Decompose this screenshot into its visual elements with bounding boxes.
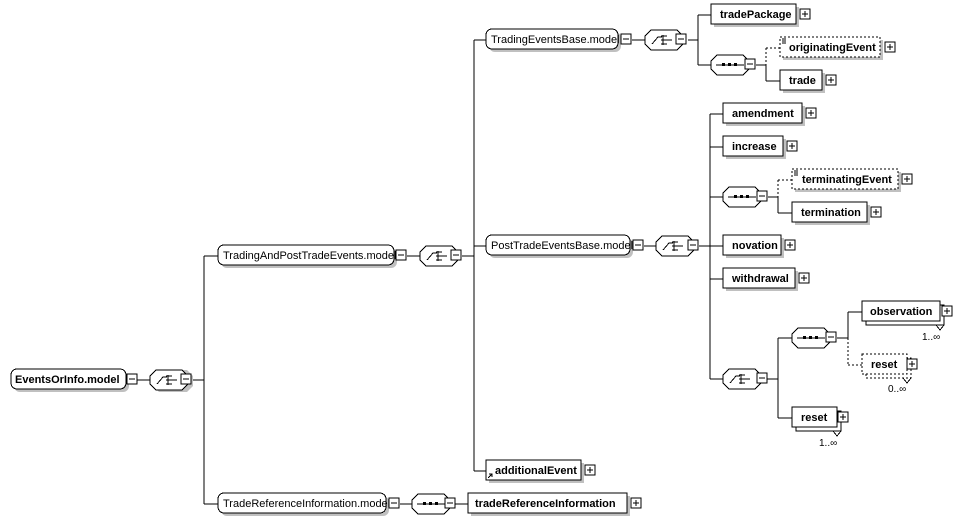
element-reset[interactable]: reset 1..∞ (791, 406, 842, 449)
expand-icon[interactable] (901, 173, 913, 185)
element-label: reset (871, 359, 898, 371)
element-terminating-event[interactable]: terminatingEvent (791, 168, 901, 192)
group-trading-events-base[interactable]: TradingEventsBase.model (485, 28, 621, 52)
sequence-compositor[interactable] (710, 54, 750, 76)
expand-icon[interactable] (941, 305, 953, 317)
expand-icon[interactable] (884, 41, 896, 53)
element-trade-package[interactable]: tradePackage (710, 3, 799, 27)
group-label: PostTradeEventsBase.model (491, 240, 633, 252)
element-label: originatingEvent (789, 42, 876, 54)
element-label: trade (789, 75, 816, 87)
element-label: observation (870, 306, 933, 318)
expand-collapse-buttons (126, 8, 953, 509)
occurrence-label: 1..∞ (819, 438, 837, 449)
element-label: terminatingEvent (802, 174, 892, 186)
group-events-or-info[interactable]: EventsOrInfo.model (10, 368, 129, 392)
element-label: reset (801, 412, 828, 424)
collapse-icon[interactable] (395, 249, 407, 261)
expand-icon[interactable] (825, 74, 837, 86)
collapse-icon[interactable] (180, 373, 192, 385)
element-label: amendment (732, 108, 794, 120)
multiplicity-marks (832, 324, 945, 437)
expand-icon[interactable] (630, 497, 642, 509)
element-increase[interactable]: increase (722, 135, 786, 159)
choice-compositor[interactable] (644, 29, 684, 51)
element-trade-reference-information[interactable]: tradeReferenceInformation (467, 492, 630, 516)
group-label: TradingAndPostTradeEvents.model (223, 250, 396, 262)
element-label: tradeReferenceInformation (475, 498, 616, 510)
choice-compositor[interactable] (419, 245, 459, 267)
group-label: TradeReferenceInformation.model (223, 498, 390, 510)
sequence-compositor[interactable] (722, 186, 762, 208)
group-trade-reference-information[interactable]: TradeReferenceInformation.model (217, 492, 390, 516)
collapse-icon[interactable] (744, 58, 756, 70)
element-amendment[interactable]: amendment (722, 102, 805, 126)
collapse-icon[interactable] (687, 239, 699, 251)
element-label: additionalEvent (495, 465, 577, 477)
element-withdrawal[interactable]: withdrawal (722, 267, 798, 291)
group-label: EventsOrInfo.model (15, 374, 120, 386)
expand-icon[interactable] (837, 411, 849, 423)
expand-icon[interactable] (906, 358, 918, 370)
element-label: novation (732, 240, 778, 252)
sequence-compositor[interactable] (791, 327, 831, 349)
element-additional-event[interactable]: additionalEvent (485, 459, 584, 483)
occurrence-label: 1..∞ (922, 332, 940, 343)
choice-compositor[interactable] (655, 235, 695, 257)
element-label: termination (801, 207, 861, 219)
collapse-icon[interactable] (388, 497, 400, 509)
connector-lines (137, 14, 862, 505)
collapse-icon[interactable] (126, 373, 138, 385)
element-reset-optional[interactable]: reset 0..∞ (861, 353, 912, 395)
expand-icon[interactable] (584, 464, 596, 476)
element-label: withdrawal (731, 273, 789, 285)
element-label: tradePackage (720, 9, 792, 21)
choice-compositor[interactable] (722, 368, 762, 390)
sequence-compositor[interactable] (411, 493, 451, 515)
expand-icon[interactable] (798, 272, 810, 284)
collapse-icon[interactable] (620, 33, 632, 45)
collapse-icon[interactable] (632, 239, 644, 251)
collapse-icon[interactable] (675, 33, 687, 45)
collapse-icon[interactable] (825, 331, 837, 343)
element-trade[interactable]: trade (779, 69, 825, 93)
element-originating-event[interactable]: originatingEvent (779, 36, 883, 60)
occurrence-label: 0..∞ (888, 384, 906, 395)
element-novation[interactable]: novation (722, 234, 784, 258)
element-observation[interactable]: observation 1..∞ (861, 300, 945, 343)
expand-icon[interactable] (799, 8, 811, 20)
expand-icon[interactable] (805, 107, 817, 119)
collapse-icon[interactable] (444, 497, 456, 509)
expand-icon[interactable] (870, 206, 882, 218)
group-trading-and-post-trade-events[interactable]: TradingAndPostTradeEvents.model (217, 244, 397, 268)
expand-icon[interactable] (786, 140, 798, 152)
collapse-icon[interactable] (756, 372, 768, 384)
group-label: TradingEventsBase.model (491, 34, 620, 46)
collapse-icon[interactable] (756, 190, 768, 202)
element-termination[interactable]: termination (791, 201, 870, 225)
collapse-icon[interactable] (450, 249, 462, 261)
group-post-trade-events-base[interactable]: PostTradeEventsBase.model (485, 234, 633, 258)
element-label: increase (732, 141, 777, 153)
expand-icon[interactable] (784, 239, 796, 251)
